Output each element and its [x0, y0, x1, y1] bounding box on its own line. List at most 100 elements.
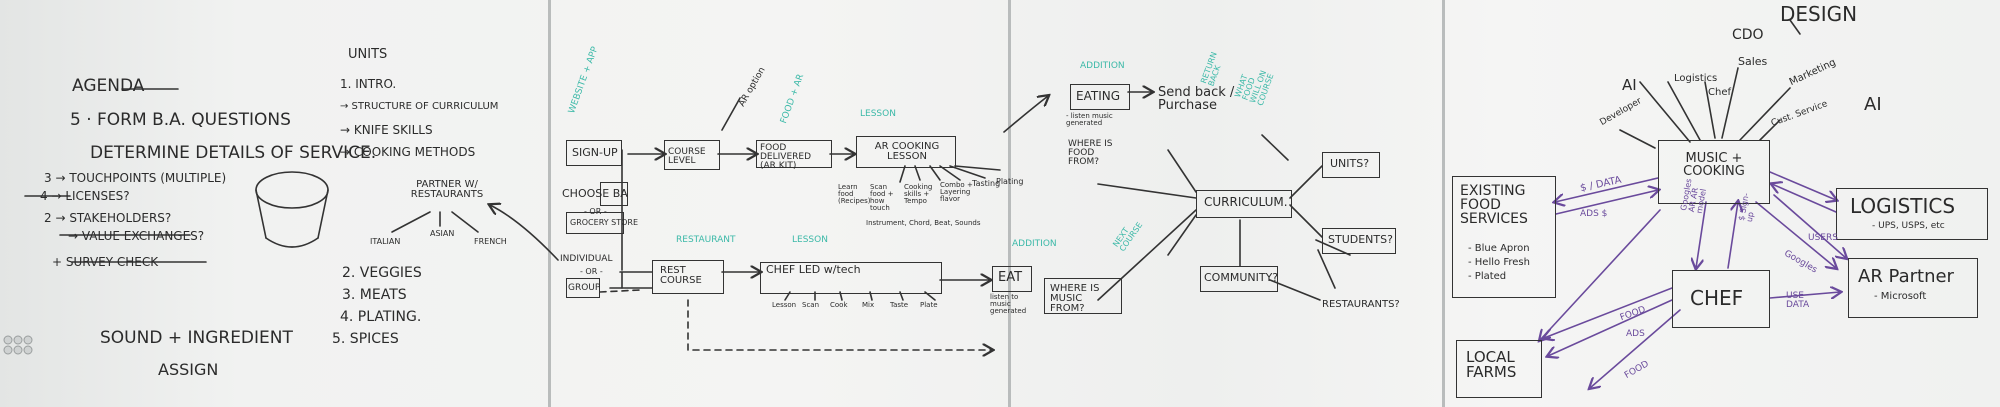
students-label: STUDENTS? [1328, 233, 1393, 246]
community-box [1200, 266, 1278, 292]
ai-label: AI [1622, 76, 1637, 94]
unit-item: 3. MEATS [342, 287, 407, 303]
panel-seam [548, 0, 551, 407]
local-farms-label: LOCAL FARMS [1466, 348, 1517, 381]
ar-cooking-box [856, 136, 956, 168]
course-level-label: COURSE LEVEL [668, 147, 706, 166]
step-label: Cooking skills + Tempo [904, 183, 933, 205]
eating-box [1070, 84, 1130, 110]
eat-sub: listen to music generated [990, 293, 1027, 315]
choose-ba-label: CHOOSE BA [562, 187, 628, 200]
step-label: Mix [862, 301, 875, 309]
task-item: 3 → TOUCHPOINTS (MULTIPLE) [44, 171, 227, 185]
eat-label: EAT [998, 270, 1023, 285]
users-label: USERS [1808, 233, 1838, 243]
signup-label: SIGN-UP [572, 146, 618, 159]
teal-note: LESSON [860, 109, 896, 119]
sound-ingredient-note: ASSIGN [158, 360, 219, 379]
cuisine-label: FRENCH [474, 237, 507, 246]
individual-label: INDIVIDUAL [560, 254, 613, 264]
agenda-title: AGENDA [72, 76, 145, 96]
music-cooking-box [1658, 140, 1770, 204]
step-label: Lesson [772, 301, 797, 309]
chef-box [1672, 270, 1770, 328]
eating-sub: - listen music generated [1066, 112, 1113, 127]
existing-title: EXISTING FOOD SERVICES [1460, 183, 1528, 227]
group-box [566, 278, 600, 298]
grocery-box [566, 212, 624, 234]
unit-item: → STRUCTURE OF CURRICULUM [340, 101, 499, 112]
where-food-label: WHERE IS FOOD FROM? [1068, 139, 1113, 167]
rest-course-box [652, 260, 724, 294]
google-ar-label: Googles AR AR model [1679, 177, 1708, 215]
grocery-label: GROCERY STORE [570, 218, 639, 227]
chef-label: CHEF [1690, 286, 1744, 310]
agenda-item: 5 · FORM B.A. QUESTIONS [70, 110, 291, 130]
curriculum-box [1196, 190, 1292, 218]
units-label: UNITS? [1330, 157, 1370, 170]
step-label: Learn food (Recipes) [838, 183, 871, 205]
agenda-item: DETERMINE DETAILS OF SERVICE. [90, 143, 377, 163]
music-cooking-label: MUSIC + COOKING [1683, 151, 1745, 179]
restaurants-label: RESTAURANTS? [1322, 299, 1400, 310]
food-delivered-label: FOOD DELIVERED (AR KIT) [760, 143, 811, 171]
unit-item: 1. INTRO. [340, 77, 397, 91]
magnet-cluster [3, 335, 33, 355]
task-item: 4 → LICENSES? [40, 189, 130, 203]
ai-label: AI [1864, 94, 1882, 115]
step-label: Tasting [972, 179, 1001, 188]
community-label: COMMUNITY? [1204, 271, 1279, 284]
step-label: Taste [890, 301, 909, 309]
unit-item: → KNIFE SKILLS [340, 123, 433, 137]
step-label: Cook [830, 301, 848, 309]
choose-ba-box [600, 182, 628, 206]
cuisine-label: ITALIAN [370, 237, 401, 246]
task-item: → VALUE EXCHANGES? [68, 229, 205, 243]
role-label: Sales [1738, 55, 1768, 68]
task-item: 2 → STAKEHOLDERS? [44, 211, 172, 225]
chef-led-label: CHEF LED w/tech [766, 263, 861, 276]
curriculum-label: CURRICULUM. [1204, 195, 1288, 209]
role-label: Logistics [1674, 73, 1718, 84]
existing-item: - Blue Apron [1468, 243, 1530, 254]
panel-seam [1442, 0, 1445, 407]
ar-partner-label: AR Partner [1858, 266, 1954, 287]
chef-led-box [760, 262, 942, 294]
existing-item: - Hello Fresh [1468, 257, 1530, 268]
or-label: - OR - [584, 207, 607, 216]
logistics-label: LOGISTICS [1850, 194, 1956, 218]
step-label: Plate [920, 301, 938, 309]
ads-label: ADS $ [1580, 209, 1608, 219]
or-label: - OR - [580, 267, 603, 276]
step-label: Scan food + how touch [870, 183, 894, 212]
panel-seam [1008, 0, 1011, 407]
where-music-box [1044, 278, 1122, 314]
use-data-label: USE DATA [1786, 291, 1810, 310]
design-label: DESIGN [1780, 2, 1858, 26]
existing-item: - Plated [1468, 271, 1507, 282]
existing-services-box [1452, 176, 1556, 298]
eat-box [992, 266, 1032, 292]
students-box [1322, 228, 1396, 254]
step-label: Scan [802, 301, 820, 309]
rest-course-label: REST COURSE [660, 265, 702, 286]
unit-item: 5. SPICES [332, 331, 399, 347]
send-back-label: Send back / Purchase [1158, 85, 1235, 113]
ar-partner-box [1848, 258, 1978, 318]
units-title: UNITS [348, 47, 388, 62]
teal-note: ADDITION [1012, 239, 1057, 249]
where-music-label: WHERE IS MUSIC FROM? [1050, 283, 1100, 314]
units-box [1322, 152, 1380, 178]
role-label: Chef [1708, 87, 1731, 98]
unit-item: 2. VEGGIES [342, 265, 422, 281]
step-label: Combo + Layering flavor [940, 181, 973, 203]
eating-label: EATING [1076, 89, 1121, 103]
local-farms-box [1456, 340, 1542, 398]
teal-note: RESTAURANT [676, 235, 736, 245]
ads-label: ADS [1626, 329, 1645, 339]
unit-item: → COOKING METHODS [340, 145, 476, 159]
teal-note: LESSON [792, 235, 828, 245]
food-delivered-box [756, 140, 832, 168]
